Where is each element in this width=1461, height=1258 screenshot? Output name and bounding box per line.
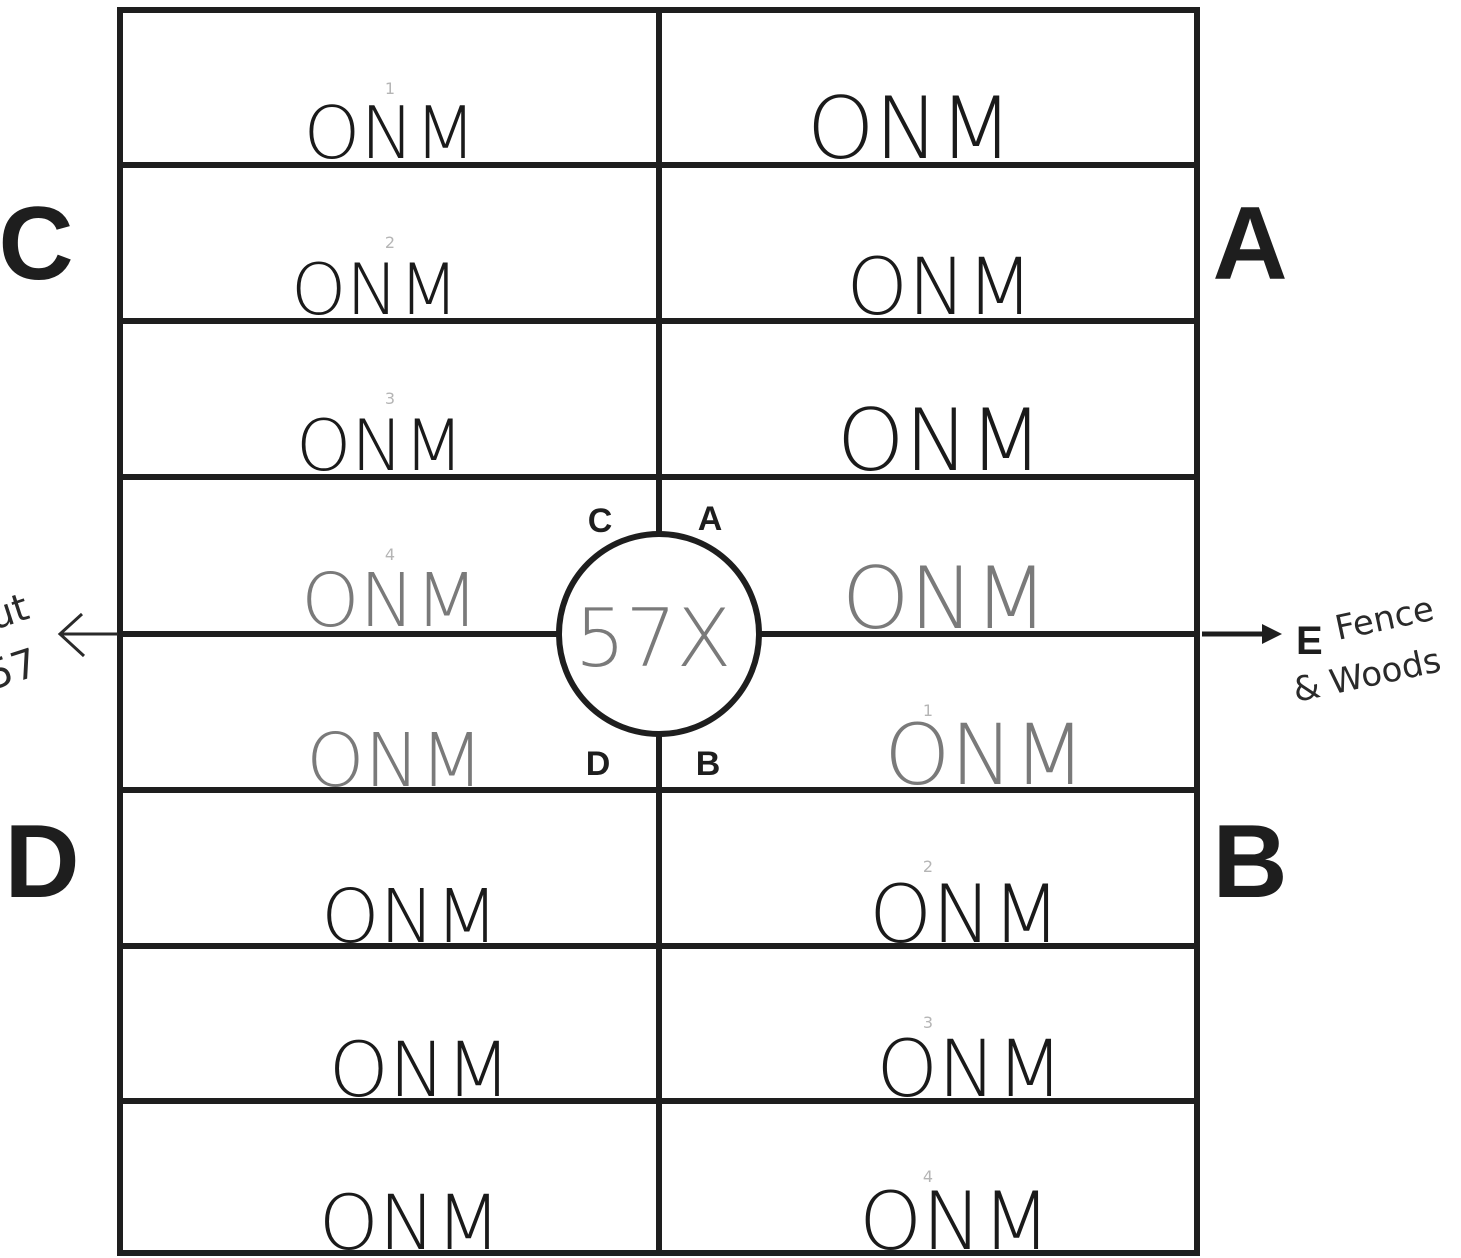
left-cell-4-number: 4 (385, 545, 395, 564)
right-cell-7-text: ONM (876, 1025, 1063, 1115)
right-cell-6-text: ONM (869, 868, 1061, 961)
circle-label-bottom-left: D (586, 745, 611, 783)
row-lines (120, 162, 1197, 1104)
right-cell-2-text: ONM (846, 243, 1033, 333)
right-cell-5-number: 1 (923, 701, 933, 720)
center-label: 57X (575, 592, 732, 685)
circle-label-top-left: C (588, 502, 613, 540)
right-cell-1-text: ONM (807, 79, 1013, 179)
right-cell-8-number: 4 (923, 1167, 933, 1186)
left-cell-6-text: ONM (321, 874, 498, 960)
region-label-upper-right: A (1212, 186, 1287, 302)
region-label-lower-left: D (4, 804, 79, 920)
east-note-line1: Fence (1332, 589, 1438, 649)
cells: ONM1ONM2ONM3ONM4ONMONMONMONMONMONMONMONM… (291, 79, 1086, 1258)
west-arrow (57, 612, 118, 658)
right-cell-5-text: ONM (884, 706, 1085, 804)
left-cell-5-text: ONM (306, 718, 483, 804)
west-note-line2: 57 (0, 640, 44, 699)
region-label-lower-right: B (1212, 804, 1287, 920)
left-cell-3-number: 3 (385, 389, 395, 408)
left-cell-2-text: ONM (291, 249, 459, 331)
west-note-line1: ut (0, 585, 34, 639)
right-cell-3-text: ONM (837, 391, 1043, 491)
east-letter: E (1296, 619, 1323, 663)
right-cell-8-text: ONM (859, 1175, 1051, 1258)
center-circle (556, 531, 762, 737)
right-cell-7-number: 3 (923, 1013, 933, 1032)
left-cell-4-text: ONM (301, 558, 478, 644)
region-label-upper-left: C (0, 186, 74, 302)
left-cell-1-number: 1 (385, 79, 395, 98)
left-cell-3-text: ONM (296, 405, 464, 487)
circle-label-bottom-right: B (696, 745, 721, 783)
left-cell-8-text: ONM (319, 1178, 501, 1258)
east-arrow (1202, 624, 1282, 644)
left-cell-2-number: 2 (385, 233, 395, 252)
left-cell-7-text: ONM (329, 1025, 511, 1114)
circle-label-top-right: A (698, 500, 723, 538)
right-cell-4-text: ONM (842, 549, 1048, 649)
right-cell-6-number: 2 (923, 857, 933, 876)
left-cell-1-text: ONM (304, 91, 477, 175)
